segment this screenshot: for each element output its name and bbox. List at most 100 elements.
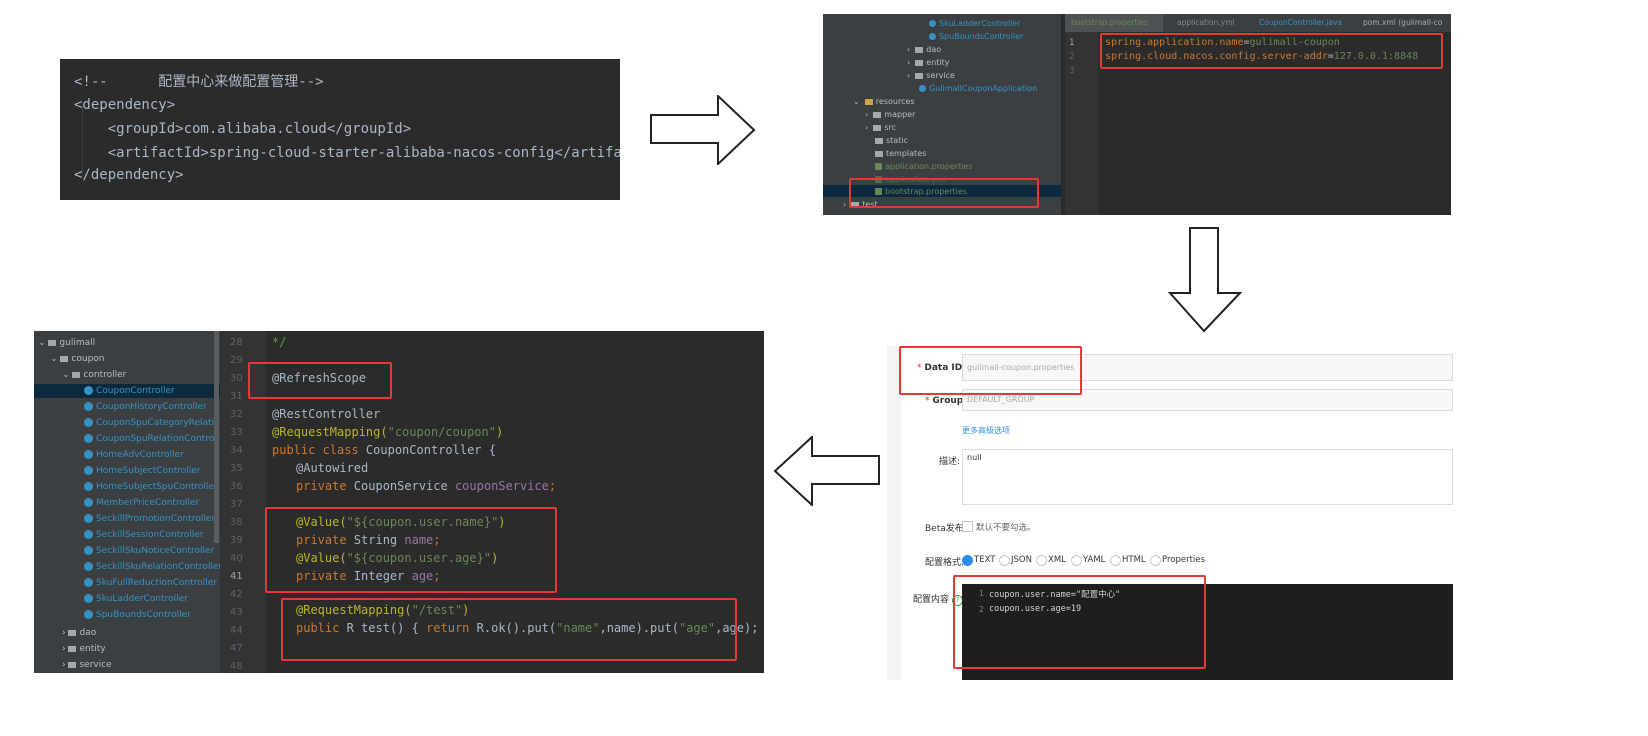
tab-application-yml[interactable]: application.yml bbox=[1177, 18, 1235, 27]
tree-item[interactable]: HomeAdvController bbox=[84, 449, 184, 461]
tree-item[interactable]: › entity bbox=[62, 644, 106, 654]
tree-item[interactable]: ⌄ resources bbox=[853, 97, 915, 106]
tree-item[interactable]: SpuBoundsController bbox=[84, 609, 191, 621]
line-number: 39 bbox=[230, 535, 243, 546]
format-radio-html[interactable] bbox=[1110, 555, 1121, 566]
tree-item-coupon-controller[interactable]: CouponController bbox=[84, 385, 175, 397]
description-label: 描述: bbox=[939, 457, 961, 467]
arrow-left-icon bbox=[773, 436, 880, 506]
format-radio-properties[interactable] bbox=[1150, 555, 1161, 566]
folder-icon bbox=[68, 661, 77, 668]
tree-item[interactable]: › mapper bbox=[865, 110, 916, 119]
folder-icon bbox=[68, 629, 77, 636]
class-icon bbox=[84, 482, 93, 491]
line-number: 37 bbox=[230, 499, 243, 510]
tree-item[interactable]: application.properties bbox=[875, 161, 973, 172]
line-number: 34 bbox=[230, 445, 243, 456]
code-line: @RequestMapping("coupon/coupon") bbox=[272, 425, 504, 439]
tree-item-bootstrap-properties[interactable]: bootstrap.properties bbox=[875, 186, 967, 197]
comment-line: <!-- 配置中心来做配置管理--> bbox=[74, 74, 324, 90]
highlight-box bbox=[248, 362, 392, 399]
tree-item[interactable]: SeckillSkuNoticeController bbox=[84, 545, 214, 557]
tab-bootstrap-properties[interactable]: bootstrap.properties bbox=[1071, 18, 1148, 27]
tree-item[interactable]: SkuFullReductionController bbox=[84, 577, 217, 589]
tree-item[interactable]: › dao bbox=[907, 45, 942, 54]
tree-item[interactable]: templates bbox=[875, 148, 926, 159]
highlight-box bbox=[1100, 33, 1443, 69]
more-options-link[interactable]: 更多高级选项 bbox=[962, 426, 1010, 435]
line-number: 43 bbox=[230, 607, 243, 618]
folder-icon bbox=[915, 46, 924, 53]
dependency-close-line: </dependency> bbox=[74, 167, 184, 183]
tree-item[interactable]: › entity bbox=[907, 58, 950, 67]
tree-item[interactable]: SkuLadderController bbox=[929, 18, 1021, 29]
tree-item[interactable]: › service bbox=[907, 71, 955, 80]
line-number: 31 bbox=[230, 391, 243, 402]
tree-item[interactable]: HomeSubjectController bbox=[84, 465, 201, 477]
tree-scrollbar[interactable] bbox=[214, 331, 219, 543]
tree-item[interactable]: › test bbox=[843, 200, 878, 209]
beta-hint: 默认不要勾选。 bbox=[976, 523, 1036, 533]
description-textarea[interactable]: null bbox=[962, 449, 1453, 505]
active-tab-bg bbox=[1065, 14, 1163, 32]
tree-item[interactable]: SeckillSessionController bbox=[84, 529, 204, 541]
tree-item[interactable]: ⌄ controller bbox=[62, 370, 127, 380]
data-id-label: * Data ID: bbox=[917, 363, 966, 373]
format-option: JSON bbox=[1011, 555, 1032, 565]
line-number: 47 bbox=[230, 643, 243, 654]
class-icon bbox=[84, 466, 93, 475]
group-input[interactable]: DEFAULT_GROUP bbox=[962, 389, 1453, 411]
format-radio-json[interactable] bbox=[999, 555, 1010, 566]
highlight-box bbox=[265, 507, 557, 593]
code-line: private String name; bbox=[296, 533, 441, 547]
format-radio-text[interactable] bbox=[962, 555, 973, 566]
line-number: 42 bbox=[230, 589, 243, 600]
format-radio-xml[interactable] bbox=[1036, 555, 1047, 566]
tree-item[interactable]: MemberPriceController bbox=[84, 497, 199, 509]
tab-coupon-controller[interactable]: CouponController.java bbox=[1259, 18, 1342, 27]
properties-file-icon bbox=[875, 188, 882, 195]
tree-item[interactable]: SeckillSkuRelationController bbox=[84, 561, 222, 573]
tree-item[interactable]: CouponSpuRelationController bbox=[84, 433, 228, 445]
tree-item[interactable]: CouponHistoryController bbox=[84, 401, 207, 413]
tree-item[interactable]: ⌄ gulimall bbox=[38, 338, 96, 348]
code-line: */ bbox=[272, 335, 287, 349]
line-number: 41 bbox=[230, 571, 243, 582]
spring-app-icon bbox=[919, 85, 926, 92]
folder-icon bbox=[873, 111, 882, 118]
project-tree: ⌄ gulimall ⌄ coupon ⌄ controller CouponC… bbox=[34, 331, 250, 673]
code-line: public class CouponController { bbox=[272, 443, 496, 457]
format-radio-yaml[interactable] bbox=[1071, 555, 1082, 566]
tab-pom-xml[interactable]: pom.xml (gulimall-co bbox=[1363, 18, 1443, 27]
folder-icon bbox=[60, 355, 69, 362]
class-icon bbox=[84, 546, 93, 555]
line-number: 1 bbox=[979, 589, 984, 598]
class-icon bbox=[84, 578, 93, 587]
format-label: 配置格式: bbox=[925, 558, 965, 568]
line-number: 3 bbox=[1069, 66, 1075, 76]
tree-item[interactable]: SpuBoundsController bbox=[929, 31, 1023, 42]
tree-item[interactable]: SeckillPromotionController bbox=[84, 513, 215, 525]
tree-item[interactable]: GulimallCouponApplication bbox=[919, 83, 1037, 94]
tree-item[interactable]: CouponSpuCategoryRelationContr bbox=[84, 417, 250, 429]
config-content-editor[interactable]: 1 coupon.user.name="配置中心" 2 coupon.user.… bbox=[962, 584, 1453, 680]
line-number: 44 bbox=[230, 625, 243, 636]
tree-item[interactable]: › src bbox=[865, 123, 896, 132]
beta-checkbox[interactable] bbox=[962, 521, 973, 532]
tree-item[interactable]: HomeSubjectSpuController bbox=[84, 481, 218, 493]
data-id-input[interactable]: gulimall-coupon.properties bbox=[962, 354, 1453, 381]
class-icon bbox=[84, 450, 93, 459]
content-line: coupon.user.name="配置中心" bbox=[989, 590, 1121, 600]
tree-item[interactable]: › dao bbox=[62, 628, 97, 638]
tree-item[interactable]: ⌄ coupon bbox=[50, 354, 105, 364]
tree-item[interactable]: static bbox=[875, 135, 908, 146]
line-number: 33 bbox=[230, 427, 243, 438]
tree-item[interactable]: SkuLadderController bbox=[84, 593, 188, 605]
ide-bootstrap-panel: SkuLadderController SpuBoundsController … bbox=[823, 14, 1451, 215]
folder-icon bbox=[915, 59, 924, 66]
line-number: 48 bbox=[230, 661, 243, 672]
code-line: @RestController bbox=[272, 407, 381, 421]
line-gutter: 28 29 30 31 32 33 34 35 36 37 38 39 40 4… bbox=[220, 331, 266, 673]
tree-item[interactable]: › service bbox=[62, 660, 112, 670]
code-line: private Integer age; bbox=[296, 569, 441, 583]
